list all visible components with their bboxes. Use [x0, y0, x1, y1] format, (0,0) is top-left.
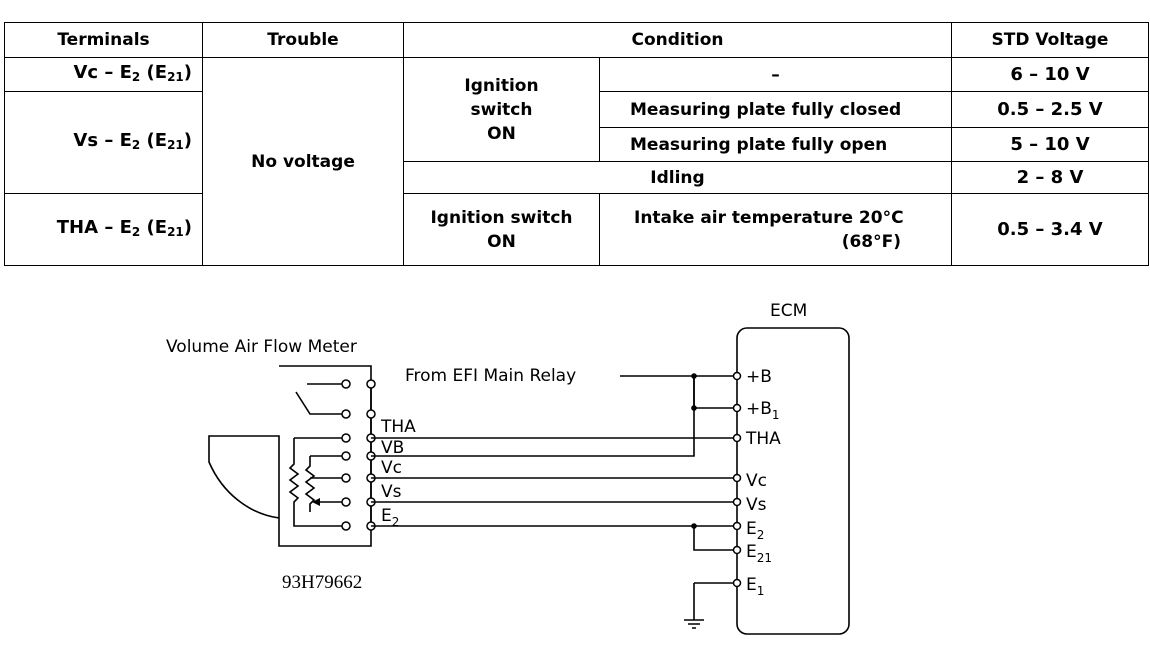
- header-terminals: Terminals: [4, 22, 203, 58]
- header-std-voltage: STD Voltage: [951, 22, 1149, 58]
- relay-label: From EFI Main Relay: [405, 366, 576, 386]
- terminal-ring: [341, 473, 351, 483]
- resistor: [288, 438, 346, 527]
- voltage-tha: 0.5 – 3.4 V: [951, 193, 1149, 266]
- table-row: Vs – E2 (E21) Measuring plate fully clos…: [4, 91, 1149, 194]
- terminal-ring: [732, 521, 742, 531]
- wire-e21: [693, 526, 737, 551]
- meter-terminal-vs: Vs: [381, 482, 402, 502]
- ecm-terminal-vs: Vs: [746, 495, 767, 515]
- ecm-terminal-tha: THA: [745, 429, 781, 449]
- condition-idling: Idling: [403, 161, 952, 194]
- resistor: [304, 456, 316, 512]
- meter-terminal-e2: E2: [381, 506, 399, 529]
- terminal-ring: [341, 451, 351, 461]
- ecm-terminal-e2: E2: [746, 519, 764, 542]
- condition-plate-closed: Measuring plate fully closed: [599, 91, 952, 128]
- meter-label: Volume Air Flow Meter: [166, 337, 357, 357]
- ecm-terminal-b1: +B1: [746, 399, 780, 422]
- header-trouble: Trouble: [202, 22, 404, 58]
- air-flow-meter-body: [208, 365, 372, 547]
- figure-code: 93H79662: [282, 572, 362, 593]
- condition-plate-open: Measuring plate fully open: [599, 127, 952, 162]
- ecm-terminal-e21: E21: [746, 542, 772, 565]
- header-condition: Condition: [403, 22, 952, 58]
- voltage-vc: 6 – 10 V: [951, 57, 1149, 92]
- trouble-cell: No voltage: [202, 57, 404, 266]
- terminal-ring: [341, 379, 351, 389]
- meter-terminal-vc: Vc: [381, 458, 402, 478]
- wiring-diagram: ECM Volume Air Flow Meter THA VB Vc Vs E…: [166, 301, 850, 635]
- junction-dot: [691, 373, 697, 379]
- voltage-idling: 2 – 8 V: [951, 161, 1149, 194]
- terminal-ring: [341, 497, 351, 507]
- header-row: Terminals Trouble Condition STD Voltage: [4, 22, 1149, 58]
- wire-vb: [371, 376, 695, 457]
- terminal-vs: Vs – E2 (E21): [4, 91, 203, 194]
- terminal-ring: [366, 379, 376, 389]
- meter-terminal-vb: VB: [381, 438, 404, 458]
- condition-dash: –: [599, 57, 952, 92]
- voltage-plate-closed: 0.5 – 2.5 V: [951, 91, 1149, 128]
- voltage-plate-open: 5 – 10 V: [951, 127, 1149, 162]
- terminal-ring: [732, 371, 742, 381]
- meter-terminal-tha: THA: [380, 417, 416, 437]
- terminal-ring: [732, 578, 742, 588]
- ecm-terminal-e1: E1: [746, 575, 764, 598]
- terminal-ring: [341, 433, 351, 443]
- terminal-vc: Vc – E2 (E21): [4, 57, 203, 92]
- ecm-terminal-vc: Vc: [746, 471, 767, 491]
- terminal-ring: [732, 473, 742, 483]
- junction-dot: [691, 523, 697, 529]
- junction-dot: [691, 405, 697, 411]
- terminal-ring: [732, 433, 742, 443]
- ecm-label: ECM: [770, 301, 807, 321]
- terminal-ring: [732, 497, 742, 507]
- switch-contact: [295, 391, 346, 415]
- terminal-ring: [732, 403, 742, 413]
- terminal-tha: THA – E2 (E21): [4, 193, 203, 266]
- ecm-terminal-b: +B: [746, 367, 772, 387]
- spec-table: Terminals Trouble Condition STD Voltage …: [4, 22, 1149, 266]
- terminal-ring: [366, 409, 376, 419]
- ground-icon: [684, 619, 704, 629]
- condition-intake-temp: Intake air temperature 20°C(68°F): [599, 193, 952, 266]
- terminal-ring: [341, 409, 351, 419]
- terminal-ring: [341, 521, 351, 531]
- wiper-arrow: [312, 498, 320, 506]
- wire-b1: [693, 376, 737, 409]
- terminal-ring: [732, 545, 742, 555]
